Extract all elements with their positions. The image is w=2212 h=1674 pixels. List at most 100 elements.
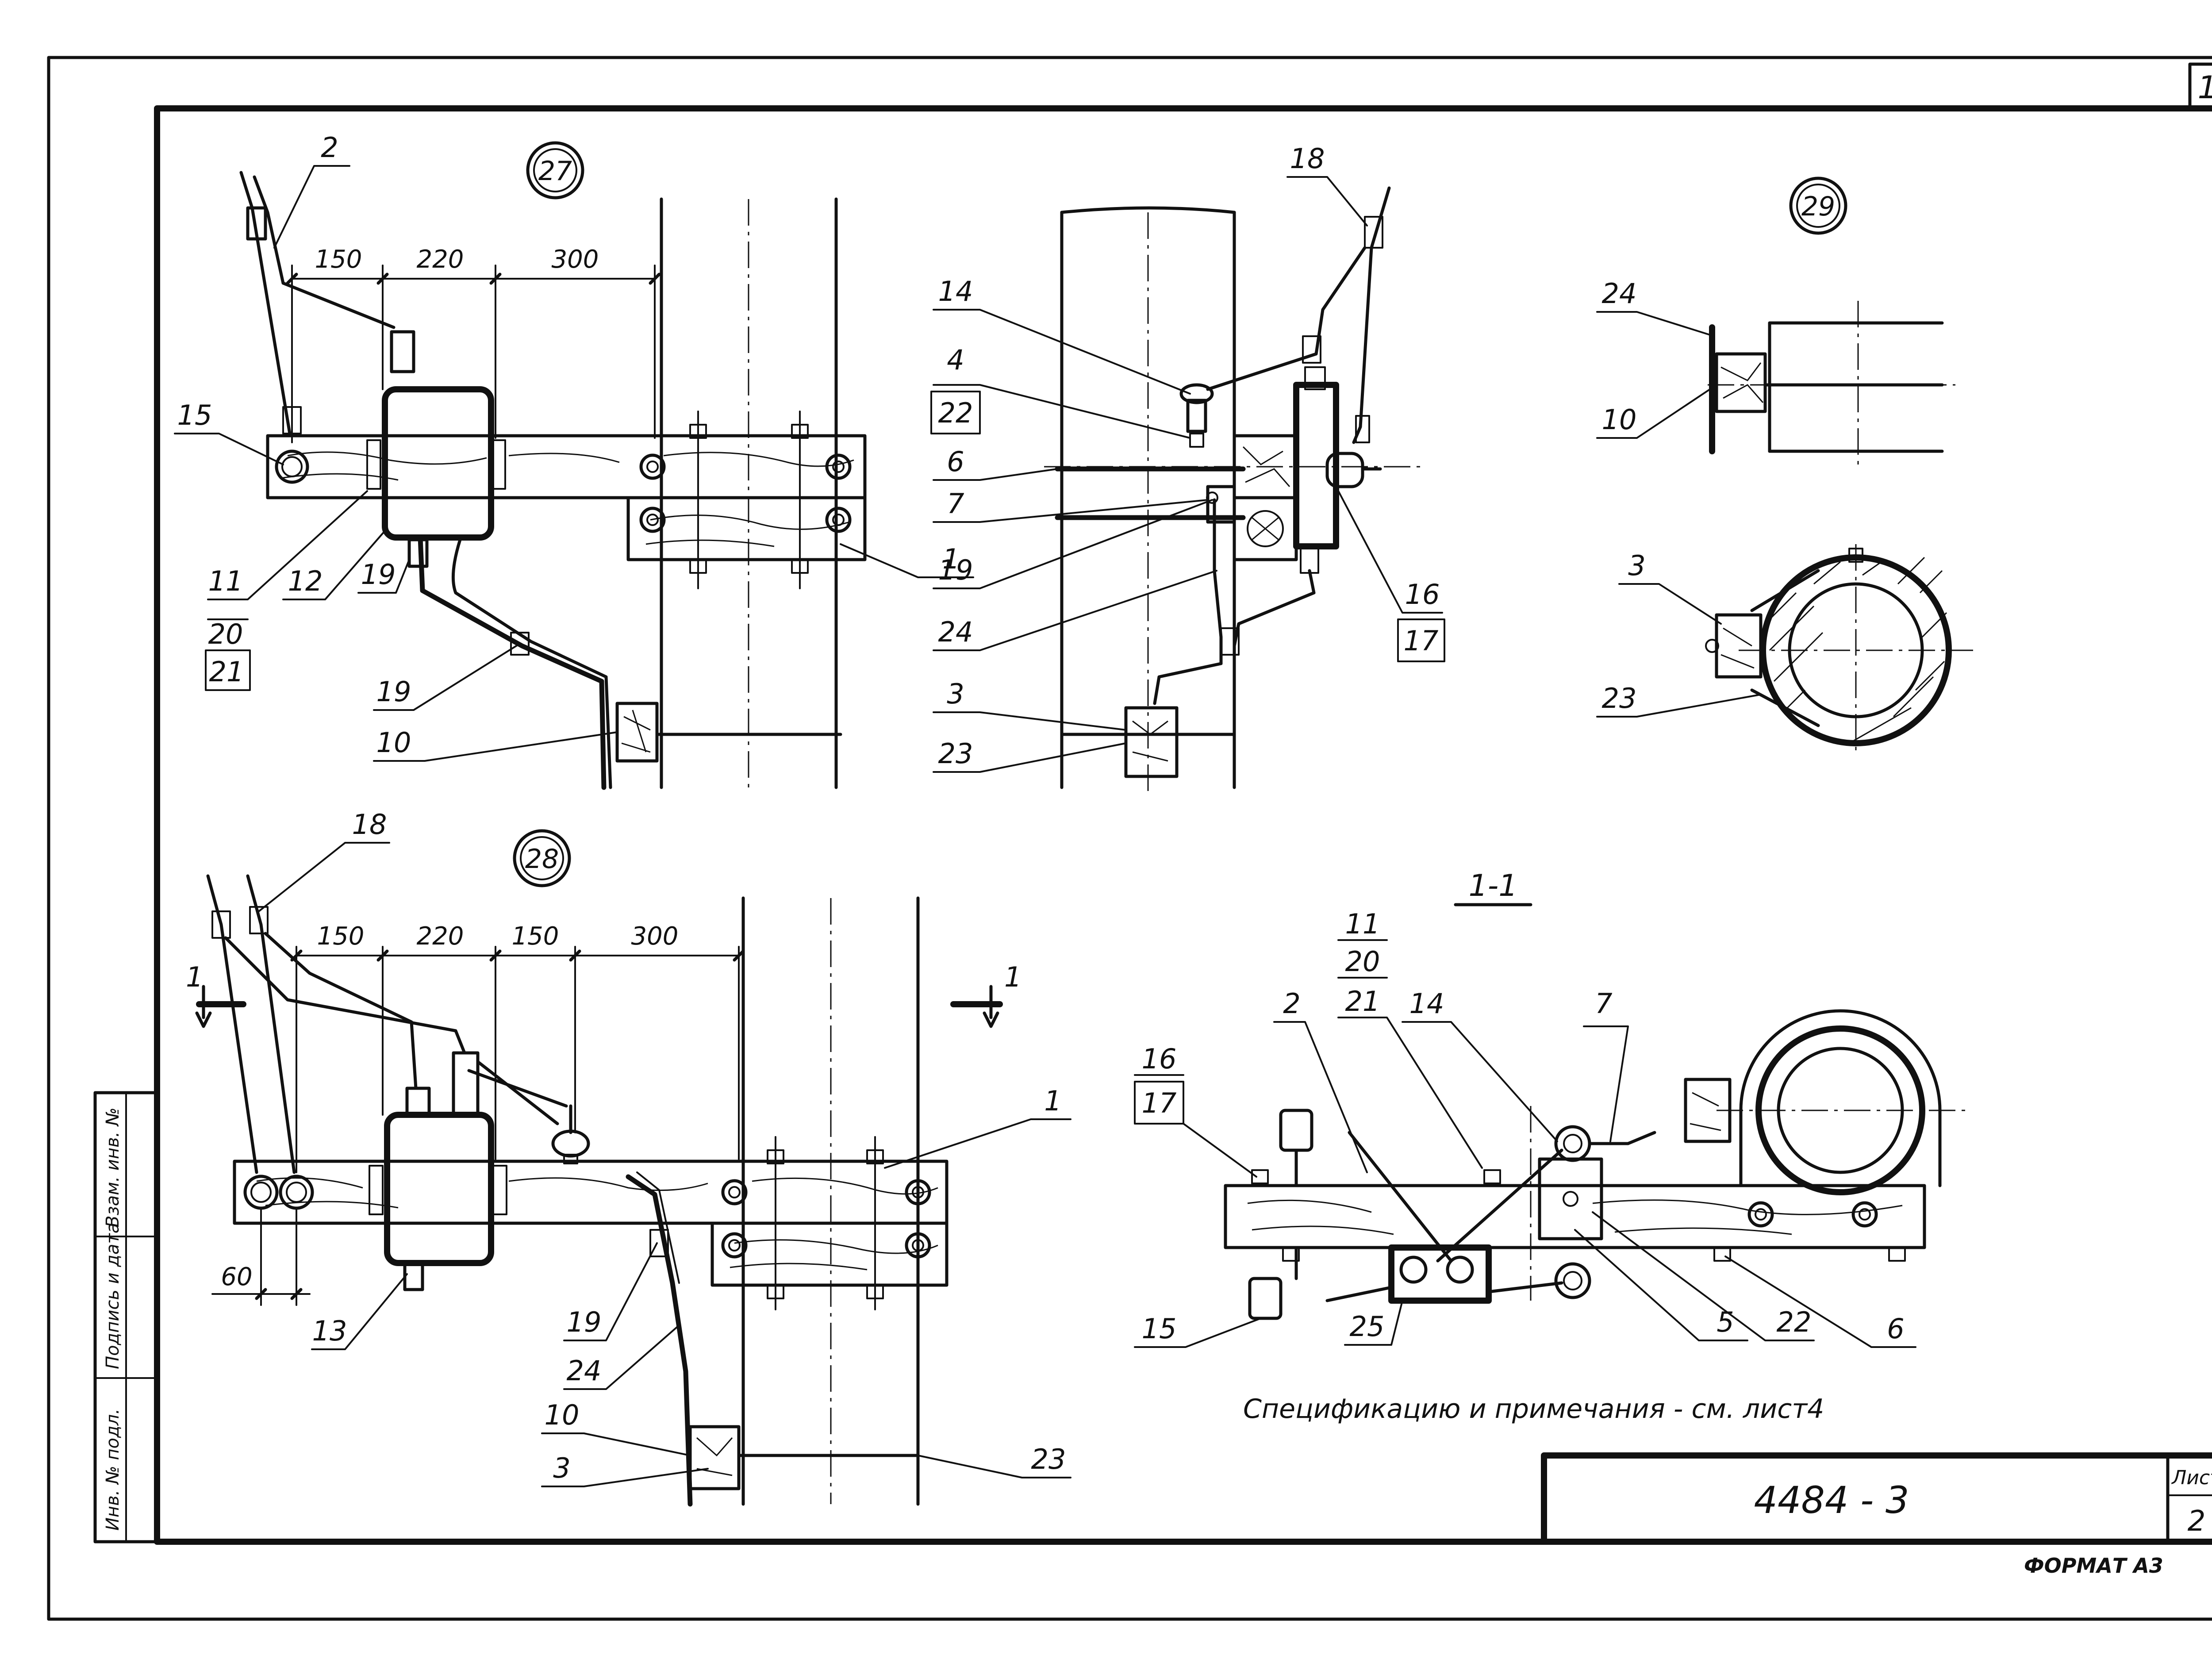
view-29: 29 24: [1596, 177, 1973, 756]
inner-frame: [154, 105, 2212, 1545]
stamp-replacement: Взам. инв. №: [103, 1107, 123, 1228]
svg-text:22: 22: [938, 397, 973, 429]
svg-text:11: 11: [1345, 908, 1380, 940]
svg-text:21: 21: [209, 656, 244, 688]
svg-text:150: 150: [317, 922, 365, 951]
svg-text:19: 19: [361, 558, 396, 591]
svg-text:19: 19: [938, 554, 973, 586]
pole-27: [660, 197, 838, 789]
side-stamp: Инв. № подл. Подпись и дата Взам. инв. №: [93, 1091, 159, 1543]
svg-text:16: 16: [1405, 578, 1440, 610]
format-label: ФОРМАТ А3: [2024, 1554, 2163, 1578]
svg-text:6: 6: [947, 445, 964, 478]
svg-text:14: 14: [1409, 987, 1444, 1020]
svg-text:29: 29: [1801, 191, 1835, 222]
clamp-27: [246, 206, 267, 241]
svg-text:24: 24: [567, 1355, 602, 1387]
view-27: 27: [174, 131, 974, 790]
callouts-28: 18 1 13 19 24 10 3 23: [258, 808, 1071, 1487]
svg-text:23: 23: [938, 737, 973, 770]
view-29-number: 29: [1789, 177, 1847, 235]
sheet-number: 18: [2197, 69, 2212, 106]
svg-text:6: 6: [1887, 1313, 1904, 1345]
svg-text:18: 18: [1290, 142, 1325, 175]
svg-text:220: 220: [417, 245, 464, 274]
svg-text:2: 2: [321, 131, 338, 164]
svg-text:20: 20: [208, 618, 243, 650]
svg-text:14: 14: [938, 275, 973, 307]
svg-text:2: 2: [1283, 987, 1300, 1020]
sheet-number-box: 18: [2188, 62, 2212, 110]
title-block: 4484 - 3 Лист 2: [1541, 1452, 2212, 1545]
transformer-side: [1293, 366, 1382, 574]
svg-text:18: 18: [352, 808, 387, 841]
svg-text:1: 1: [1004, 961, 1022, 993]
svg-text:24: 24: [938, 616, 973, 648]
svg-text:19: 19: [376, 676, 411, 708]
clamp-side: [1060, 706, 1236, 778]
spec-note: Спецификацию и примечания - см. лист4: [1243, 1394, 1824, 1424]
svg-text:15: 15: [177, 399, 212, 431]
document-code: 4484 - 3: [1754, 1478, 1909, 1522]
ground-clamp-27: [615, 702, 842, 763]
svg-text:1: 1: [942, 543, 960, 575]
svg-text:3: 3: [947, 678, 964, 710]
svg-text:20: 20: [1345, 945, 1380, 978]
svg-text:10: 10: [545, 1399, 580, 1431]
pipe-section-29: [1705, 544, 1973, 756]
view-28-number: 28: [513, 829, 571, 887]
svg-text:10: 10: [1602, 403, 1637, 436]
svg-text:24: 24: [1602, 277, 1637, 310]
svg-text:150: 150: [512, 922, 559, 951]
view-28: 28: [186, 808, 1071, 1507]
transformer-28: [369, 1051, 507, 1291]
svg-text:220: 220: [417, 922, 464, 951]
callouts-29: 24 10 3 23: [1596, 277, 1762, 718]
svg-text:23: 23: [1031, 1443, 1066, 1475]
pole-28: [741, 896, 920, 1506]
svg-text:27: 27: [538, 156, 572, 187]
svg-text:15: 15: [1142, 1313, 1177, 1345]
pole-29-top: [1708, 301, 1955, 469]
transformer-section: [1388, 1157, 1603, 1304]
crossarm-ends-side: [1206, 434, 1298, 561]
bolts-27: [639, 411, 852, 589]
insulators-section: [1248, 1109, 1656, 1320]
svg-text:13: 13: [312, 1315, 347, 1347]
list-label: Лист: [2171, 1467, 2212, 1489]
list-number: 2: [2188, 1505, 2206, 1538]
svg-text:22: 22: [1777, 1306, 1812, 1338]
svg-text:300: 300: [552, 245, 599, 274]
svg-text:300: 300: [631, 922, 679, 951]
svg-text:3: 3: [553, 1452, 570, 1484]
svg-text:19: 19: [567, 1306, 602, 1338]
svg-text:25: 25: [1350, 1310, 1385, 1343]
section-marks-28: 1 1: [186, 961, 1022, 1028]
section-title: 1-1: [1468, 868, 1517, 903]
dimensions-27: 150 220 300: [286, 245, 661, 443]
crossarm-27: [266, 434, 867, 561]
svg-text:28: 28: [525, 844, 559, 875]
svg-text:1: 1: [1044, 1085, 1061, 1117]
svg-text:10: 10: [376, 726, 411, 759]
svg-text:3: 3: [1628, 549, 1645, 582]
svg-text:17: 17: [1404, 625, 1439, 657]
ground-clamp-28: [688, 1425, 920, 1490]
svg-text:21: 21: [1345, 985, 1380, 1017]
callouts-section: 11 20 21 2 14 7 16 17 15 25 5 22: [1134, 908, 1916, 1348]
stamp-inv-no: Инв. № подл.: [103, 1409, 123, 1531]
svg-text:60: 60: [221, 1263, 252, 1291]
crossarm-section: [1224, 1169, 1926, 1262]
transformer-27: [366, 330, 506, 568]
svg-text:4: 4: [947, 344, 964, 376]
callouts-side: 18 14 4 22 6 7 19 24 3 23 16 17: [930, 142, 1445, 773]
section-1-1: 1-1: [1134, 868, 1969, 1348]
svg-text:7: 7: [1595, 987, 1612, 1020]
stamp-sign-date: Подпись и дата: [103, 1223, 123, 1369]
ground-lead-27: [418, 535, 607, 790]
svg-text:23: 23: [1602, 682, 1637, 714]
callouts-27: 2 15 11 12 20 21 19 19 10 1: [174, 131, 974, 762]
bolts-28: [721, 1136, 931, 1310]
